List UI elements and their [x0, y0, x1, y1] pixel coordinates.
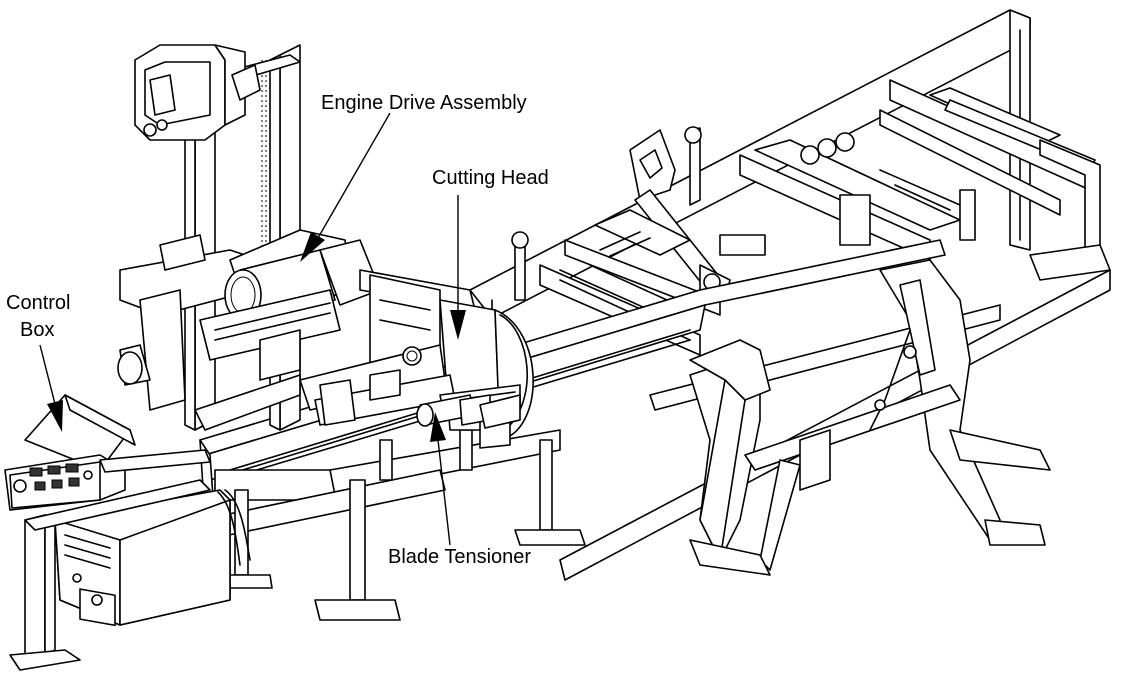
leader-engine-drive	[317, 112, 391, 239]
motor-housing-top	[134, 44, 261, 141]
blade-tensioner	[416, 394, 521, 429]
arrowhead-control-box	[47, 400, 63, 432]
engine-drive	[117, 229, 476, 411]
label-control-box-line1: Control	[6, 292, 70, 314]
label-engine-drive: Engine Drive Assembly	[321, 92, 527, 114]
callout-leaders	[39, 112, 466, 546]
electrical-box	[9, 479, 251, 671]
control-console	[4, 394, 211, 511]
leader-blade-tensioner	[437, 439, 451, 546]
leader-control-box	[39, 344, 56, 405]
label-blade-tensioner: Blade Tensioner	[388, 546, 531, 568]
callout-labels: Engine Drive Assembly Cutting Head Contr…	[6, 92, 549, 568]
arrowhead-blade-tensioner	[430, 412, 446, 442]
arrowhead-engine-drive	[300, 232, 325, 262]
loader-arms	[689, 259, 1051, 576]
arrowhead-cutting-head	[450, 310, 466, 340]
label-cutting-head: Cutting Head	[432, 167, 549, 189]
label-control-box-line2: Box	[20, 319, 54, 341]
